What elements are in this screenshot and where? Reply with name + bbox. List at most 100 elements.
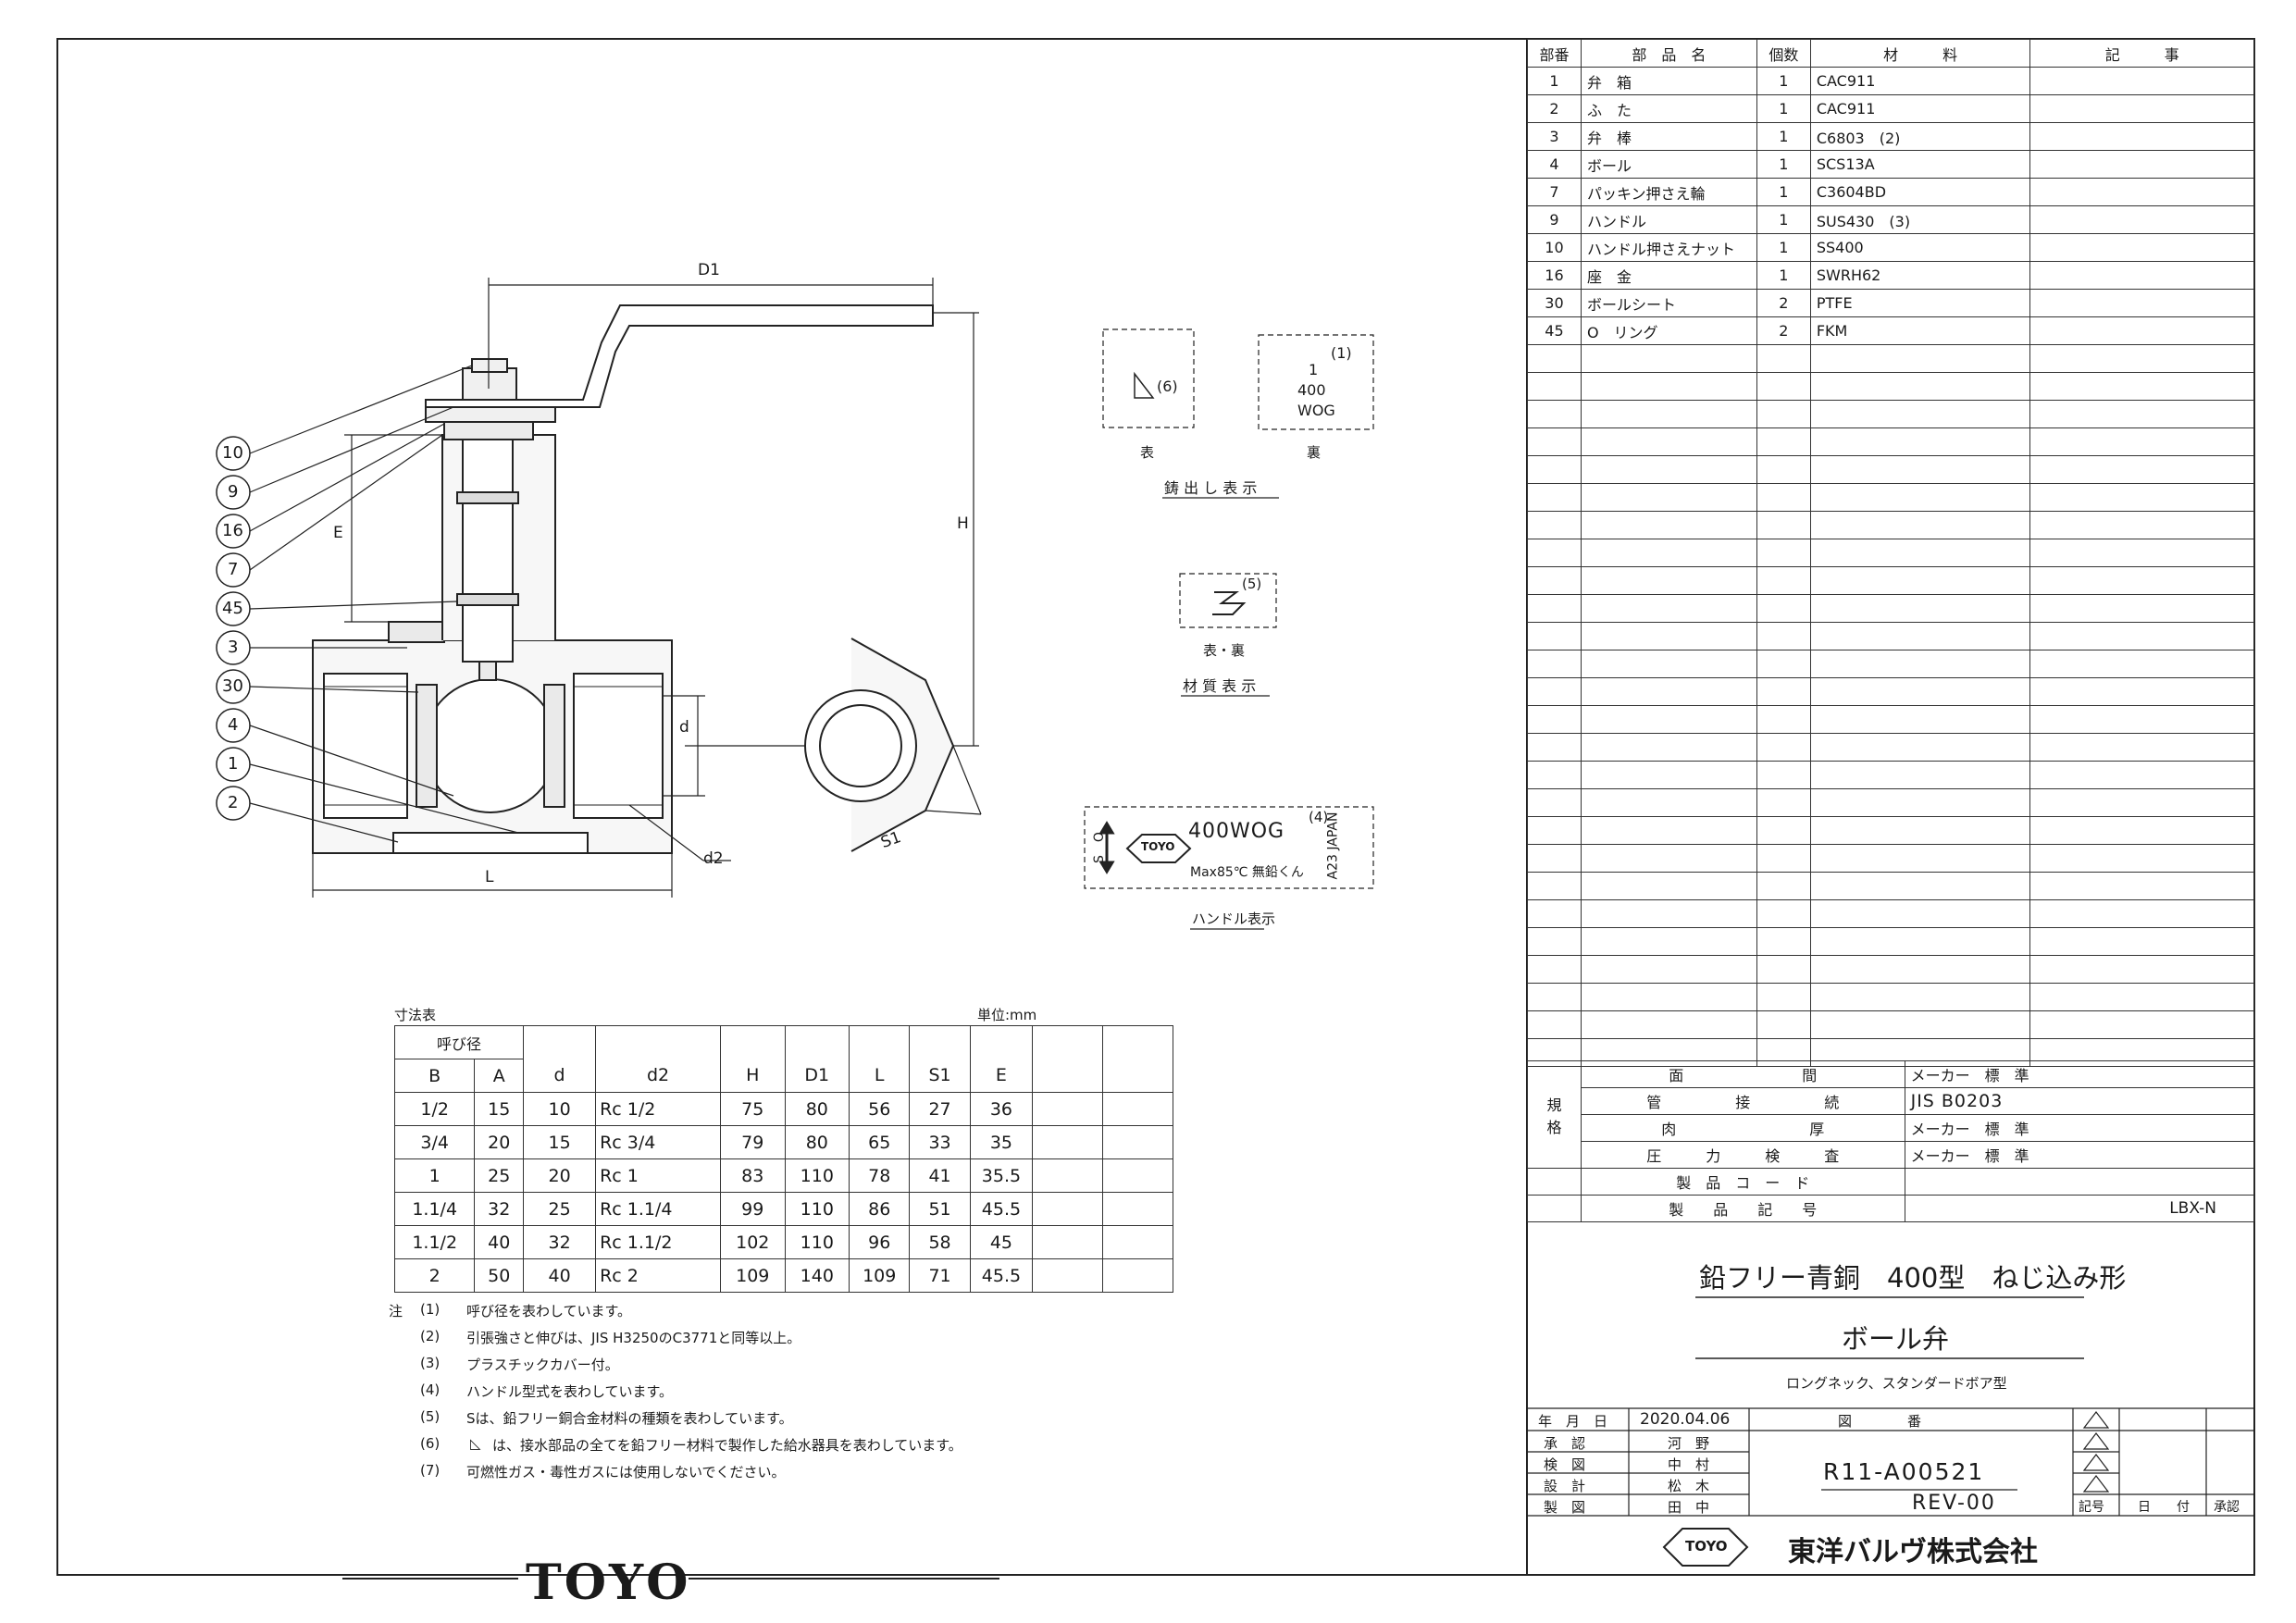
parts-table-row — [1527, 927, 2254, 956]
cast-front-caption: 表 — [1140, 444, 1155, 461]
dimension-cell: 56 — [849, 1092, 911, 1126]
dimension-cell: 27 — [909, 1092, 971, 1126]
approval-name: 河 野 — [1668, 1435, 1710, 1452]
dimension-cell: 71 — [909, 1258, 971, 1293]
note-text: Sは、鉛フリー銅合金材料の種類を表わしています。 — [466, 1410, 793, 1427]
parts-header-cell: 部 品 名 — [1580, 39, 1757, 68]
parts-table-row — [1527, 566, 2254, 595]
parts-cell: 45 — [1527, 316, 1582, 345]
dimension-cell: 1/2 — [393, 1092, 476, 1126]
parts-cell — [1527, 816, 1582, 845]
material-s-mark-icon — [1212, 591, 1247, 615]
parts-cell: 2 — [1527, 94, 1582, 123]
dimension-cell: 83 — [719, 1158, 786, 1193]
material-text: (5) — [1242, 576, 1262, 592]
hex-end-view — [804, 638, 982, 852]
parts-cell — [2029, 761, 2254, 789]
cast-back-line-4: WOG — [1297, 402, 1335, 419]
parts-table-row — [1527, 816, 2254, 845]
dimension-header-cell: B — [393, 1059, 476, 1093]
dimension-header-cell: d2 — [595, 1059, 721, 1093]
dimension-cell: 102 — [719, 1225, 786, 1259]
spec-row-value: JIS B0203 — [1904, 1087, 2255, 1115]
dimension-header-cell: H — [719, 1059, 786, 1093]
balloon-9: 9 — [228, 482, 239, 502]
dimension-cell: 110 — [784, 1225, 850, 1259]
dimension-cell — [1102, 1125, 1173, 1159]
dimension-header-cell: L — [849, 1059, 911, 1093]
parts-cell: ボール — [1580, 150, 1757, 179]
spec-group-label: 規 格 — [1527, 1060, 1582, 1169]
dimension-cell — [1032, 1192, 1104, 1226]
parts-table-row — [1527, 594, 2254, 623]
dimension-cell: 65 — [849, 1125, 911, 1159]
updown-arrow-icon — [1098, 821, 1115, 874]
parts-cell — [2029, 622, 2254, 650]
dimension-cell: 32 — [523, 1225, 597, 1259]
parts-cell — [2029, 67, 2254, 95]
spec-table: 規 格 面 間 メーカー 標 準 管 接 続 JIS B0203 肉 厚 メーカ… — [1527, 1060, 2255, 1222]
parts-cell — [1527, 372, 1582, 401]
note-text: 可燃性ガス・毒性ガスには使用しないでください。 — [466, 1464, 786, 1481]
dimension-cell: 45.5 — [969, 1192, 1034, 1226]
parts-cell — [1756, 927, 1811, 956]
parts-cell — [1580, 761, 1757, 789]
spec-row-label: 管 接 続 — [1580, 1087, 1905, 1115]
parts-cell: 弁 棒 — [1580, 122, 1757, 151]
dim-label-h: H — [957, 514, 969, 533]
parts-cell: O リング — [1580, 316, 1757, 345]
parts-cell — [1756, 511, 1811, 539]
parts-cell: ハンドル — [1580, 205, 1757, 234]
dim-label-d2: d2 — [703, 849, 724, 868]
dimension-cell: 1.1/4 — [393, 1192, 476, 1226]
product-symbol-value: LBX-N — [1904, 1195, 2255, 1222]
parts-cell — [1580, 594, 1757, 623]
dimension-cell: 32 — [474, 1192, 525, 1226]
approval-role: 検 図 — [1544, 1456, 1586, 1473]
drawing-description: ロングネック、スタンダードボア型 — [1786, 1375, 2007, 1392]
parts-cell — [2029, 372, 2254, 401]
parts-cell — [1809, 677, 2031, 706]
parts-table-row — [1527, 622, 2254, 650]
dimension-cell — [1032, 1225, 1104, 1259]
dimension-cell — [1032, 1092, 1104, 1126]
dimension-cell: 20 — [523, 1158, 597, 1193]
note-number: (7) — [420, 1462, 441, 1479]
dimension-cell: 25 — [474, 1158, 525, 1193]
date-value: 2020.04.06 — [1640, 1410, 1731, 1429]
dimension-cell — [1102, 1192, 1173, 1226]
parts-cell: 30 — [1527, 289, 1582, 317]
dimensions-unit: 単位:mm — [977, 1007, 1037, 1023]
parts-table-row — [1527, 427, 2254, 456]
balloon-45: 45 — [222, 599, 243, 618]
parts-cell — [1756, 899, 1811, 928]
approval-role: 設 計 — [1544, 1478, 1586, 1494]
parts-cell — [1756, 816, 1811, 845]
parts-cell: C3604BD — [1809, 178, 2031, 206]
parts-cell — [1580, 622, 1757, 650]
dimension-cell: 15 — [474, 1092, 525, 1126]
parts-cell — [1809, 594, 2031, 623]
dimension-header-cell: A — [474, 1059, 525, 1093]
parts-cell — [2029, 566, 2254, 595]
parts-cell: C6803 (2) — [1809, 122, 2031, 151]
rev-value: REV-00 — [1912, 1492, 1996, 1515]
approval-name: 中 村 — [1668, 1456, 1710, 1473]
parts-cell — [1527, 539, 1582, 567]
cast-back-line-1: (1) — [1331, 344, 1352, 362]
dimension-cell — [1102, 1092, 1173, 1126]
parts-table-row — [1527, 705, 2254, 734]
dimension-cell: 2 — [393, 1258, 476, 1293]
company-name: 東洋バルヴ株式会社 — [1788, 1536, 2038, 1568]
dimension-cell: 99 — [719, 1192, 786, 1226]
dimension-cell — [1032, 1125, 1104, 1159]
parts-cell — [1580, 1010, 1757, 1039]
parts-cell: ふ た — [1580, 94, 1757, 123]
dimension-cell: 25 — [523, 1192, 597, 1226]
parts-cell: PTFE — [1809, 289, 2031, 317]
